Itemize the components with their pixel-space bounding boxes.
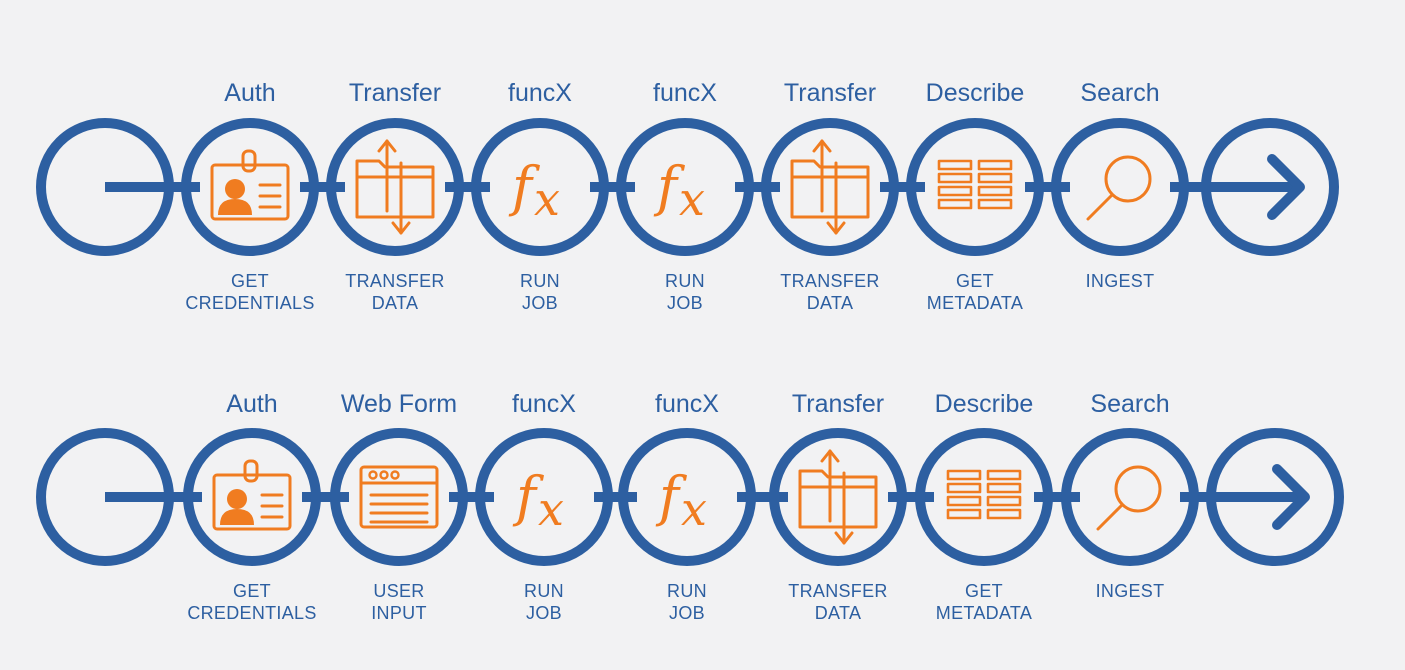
- step-title: Auth: [226, 390, 277, 418]
- step-caption: INGEST: [1096, 581, 1165, 601]
- step-caption: JOB: [526, 603, 562, 623]
- step-caption: JOB: [522, 293, 558, 313]
- step-title: Transfer: [784, 79, 876, 107]
- step-title: funcX: [508, 79, 572, 107]
- step-circle: [906, 118, 1044, 256]
- step-circle: [1051, 118, 1189, 256]
- step-title: Auth: [224, 79, 275, 107]
- step-title: Transfer: [349, 79, 441, 107]
- function-fx-icon: fx: [508, 155, 560, 226]
- step-title: funcX: [512, 390, 576, 418]
- step-caption: RUN: [665, 271, 705, 291]
- flow-end-node: [1205, 428, 1344, 566]
- step-title: funcX: [653, 79, 717, 107]
- step-caption: JOB: [667, 293, 703, 313]
- flow-row-1: AuthGETCREDENTIALSTransferTRANSFERDATAfx…: [36, 79, 1339, 313]
- magnifier-icon: [1086, 155, 1152, 221]
- step-circle: [330, 428, 468, 566]
- step-caption: JOB: [669, 603, 705, 623]
- step-caption: TRANSFER: [345, 271, 444, 291]
- step-caption: GET: [231, 271, 269, 291]
- svg-text:fx: fx: [655, 465, 707, 536]
- step-caption: DATA: [807, 293, 854, 313]
- step-title: Describe: [935, 390, 1034, 418]
- magnifier-icon: [1096, 465, 1162, 531]
- step-caption: RUN: [520, 271, 560, 291]
- step-circle: [618, 428, 756, 566]
- step-title: Search: [1090, 390, 1169, 418]
- step-caption: METADATA: [936, 603, 1032, 623]
- step-caption: GET: [965, 581, 1003, 601]
- step-caption: CREDENTIALS: [187, 603, 316, 623]
- flow-start-node: [36, 118, 175, 256]
- step-circle: [183, 428, 321, 566]
- step-caption: GET: [956, 271, 994, 291]
- step-caption: RUN: [667, 581, 707, 601]
- flow-start-node: [36, 428, 175, 566]
- step-circle: [769, 428, 907, 566]
- metadata-grid-icon: [946, 469, 1022, 520]
- step-circle: [181, 118, 319, 256]
- step-circle: [475, 428, 613, 566]
- step-title: funcX: [655, 390, 719, 418]
- folder-transfer-icon: [790, 139, 870, 235]
- svg-text:fx: fx: [512, 465, 564, 536]
- function-fx-icon: fx: [653, 155, 705, 226]
- step-caption: TRANSFER: [780, 271, 879, 291]
- step-caption: GET: [233, 581, 271, 601]
- step-title: Transfer: [792, 390, 884, 418]
- svg-text:fx: fx: [508, 155, 560, 226]
- folder-transfer-icon: [355, 139, 435, 235]
- web-form-icon: [359, 465, 439, 529]
- credentials-card-icon: [212, 459, 292, 531]
- function-fx-icon: fx: [655, 465, 707, 536]
- step-circle: [326, 118, 464, 256]
- step-title: Search: [1080, 79, 1159, 107]
- step-caption: METADATA: [927, 293, 1023, 313]
- arrow-right-icon: [1200, 154, 1305, 220]
- function-fx-icon: fx: [512, 465, 564, 536]
- step-title: Web Form: [341, 390, 457, 418]
- flow-end-node: [1200, 118, 1339, 256]
- arrow-right-icon: [1205, 464, 1310, 530]
- svg-text:fx: fx: [653, 155, 705, 226]
- folder-transfer-icon: [798, 449, 878, 545]
- step-caption: INGEST: [1086, 271, 1155, 291]
- step-title: Describe: [926, 79, 1025, 107]
- step-caption: INPUT: [371, 603, 427, 623]
- step-caption: RUN: [524, 581, 564, 601]
- step-circle: [761, 118, 899, 256]
- step-circle: [616, 118, 754, 256]
- step-caption: DATA: [815, 603, 862, 623]
- step-circle: [471, 118, 609, 256]
- metadata-grid-icon: [937, 159, 1013, 210]
- step-circle: [1061, 428, 1199, 566]
- credentials-card-icon: [210, 149, 290, 221]
- step-caption: USER: [373, 581, 424, 601]
- step-circle: [915, 428, 1053, 566]
- step-caption: CREDENTIALS: [185, 293, 314, 313]
- step-caption: TRANSFER: [788, 581, 887, 601]
- step-caption: DATA: [372, 293, 419, 313]
